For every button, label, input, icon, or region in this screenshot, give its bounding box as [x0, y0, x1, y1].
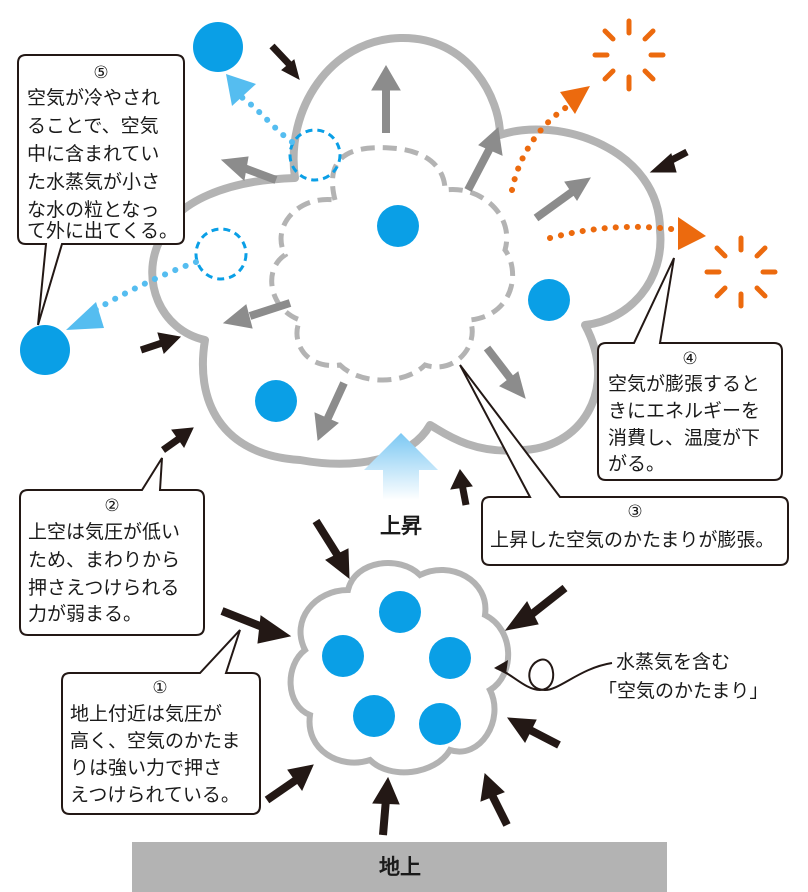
original-droplet-dashed: [288, 128, 342, 182]
callout-line: 中に含まれてい: [27, 143, 159, 165]
pressure-arrow: [649, 148, 689, 173]
callout-2: ② 上空は気圧が低い ため、まわりから 押さえつけられる 力が弱まる。: [19, 457, 205, 636]
callout-line: 空気が冷やされ: [27, 87, 160, 109]
parcel-label-pointer: [495, 658, 613, 692]
droplet-arrow-head: [226, 74, 256, 106]
expanded-air-parcel: [148, 33, 665, 468]
callout-line: な水の粒となっ: [27, 199, 159, 221]
pressure-arrow: [160, 427, 194, 453]
escaped-droplet: [193, 22, 243, 72]
callout-line: 地上付近は気圧が: [70, 703, 222, 725]
callout-4: ④ 空気が膨張すると きにエネルギーを 消費し、温度が下 がる。: [597, 257, 783, 481]
callout-line: えつけられている。: [70, 784, 240, 806]
original-droplet-dashed: [194, 227, 248, 281]
ground-air-parcel: [287, 560, 512, 776]
droplet-dotted-path: [237, 93, 295, 145]
pressure-arrow: [504, 584, 568, 631]
pressure-arrow: [450, 469, 473, 506]
callout-number: ③: [627, 502, 642, 522]
heat-dotted-path: [509, 102, 573, 193]
heat-dotted-path: [547, 223, 683, 241]
expansion-arrows: [220, 65, 591, 441]
expand-arrow-up: [371, 65, 401, 133]
callout-line: た水蒸気が小さ: [27, 171, 160, 193]
callout-line: 上昇した空気のかたまりが膨張。: [490, 529, 774, 551]
expanded-cloud-outline: [148, 33, 665, 468]
droplet: [377, 205, 419, 247]
pressure-arrows: [139, 43, 689, 836]
parcel-label-line2: 「空気のかたまり」: [598, 680, 768, 702]
callout-line: りは強い力で押さ: [70, 757, 222, 779]
parcel-label-line1: 水蒸気を含む: [616, 651, 730, 673]
pressure-arrow: [506, 717, 561, 749]
callout-number: ④: [682, 349, 697, 369]
pressure-arrow: [480, 772, 511, 827]
droplet: [353, 695, 395, 737]
droplet: [528, 279, 570, 321]
heat-arrow-head: [678, 217, 706, 250]
expand-arrow-left: [222, 299, 292, 329]
callout-5: ⑤ 空気が冷やされ ることで、空気 中に含まれてい た水蒸気が小さ な水の粒とな…: [17, 54, 185, 326]
callout-line: 上空は気圧が低い: [28, 521, 180, 543]
callout-line: 力が弱まる。: [28, 603, 142, 625]
water-droplet-release: [20, 22, 342, 375]
callout-line: 押さえつけられる: [28, 577, 179, 599]
expand-arrow-upper-left: [220, 156, 278, 184]
droplet: [379, 591, 421, 633]
pressure-arrow: [269, 43, 300, 80]
heat-spark-icon: [704, 235, 778, 309]
droplet: [419, 703, 461, 745]
droplet-arrow-head: [66, 302, 104, 330]
ground-label: 地上: [379, 855, 421, 879]
callout-number: ②: [104, 496, 119, 516]
callout-1: ① 地上付近は気圧が 高く、空気のかたま りは強い力で押さ えつけられている。: [61, 629, 261, 815]
rise-arrow: 上昇: [364, 433, 438, 538]
expand-arrow-up-right: [464, 127, 503, 192]
expand-arrow-right: [533, 177, 591, 222]
callout-line: 高く、空気のかたま: [70, 730, 240, 752]
callout-line: がる。: [608, 453, 665, 475]
callout-line: きにエネルギーを: [608, 400, 760, 422]
droplet: [429, 637, 471, 679]
callout-line: 空気が膨張すると: [608, 373, 760, 395]
droplet: [322, 635, 364, 677]
pressure-arrow: [372, 776, 400, 836]
callout-line: ることで、空気: [27, 115, 159, 137]
callout-number: ⑤: [93, 63, 108, 83]
heat-arrow-head: [560, 86, 590, 114]
pressure-arrow: [139, 332, 182, 354]
callout-line: ため、まわりから: [28, 549, 180, 571]
escaped-droplet: [20, 325, 70, 375]
pressure-arrow: [264, 764, 314, 804]
callout-line: て外に出てくる。: [27, 220, 178, 242]
heat-release: [509, 18, 778, 309]
pressure-arrow: [312, 518, 350, 580]
parcel-label: 水蒸気を含む 「空気のかたまり」: [494, 651, 768, 702]
heat-spark-icon: [592, 18, 666, 92]
expand-arrow-down-left: [314, 381, 348, 441]
droplet-dotted-path: [89, 259, 199, 315]
rise-label: 上昇: [380, 514, 422, 538]
callout-3: ③ 上昇した空気のかたまりが膨張。: [459, 364, 789, 566]
original-size-dashed-outline: [269, 145, 515, 383]
pressure-arrow: [220, 607, 292, 644]
callout-line: 消費し、温度が下: [608, 427, 760, 449]
callout-number: ①: [152, 678, 167, 698]
expand-arrow-down-right: [483, 345, 526, 399]
ground: 地上: [132, 842, 667, 892]
droplet: [255, 380, 297, 422]
